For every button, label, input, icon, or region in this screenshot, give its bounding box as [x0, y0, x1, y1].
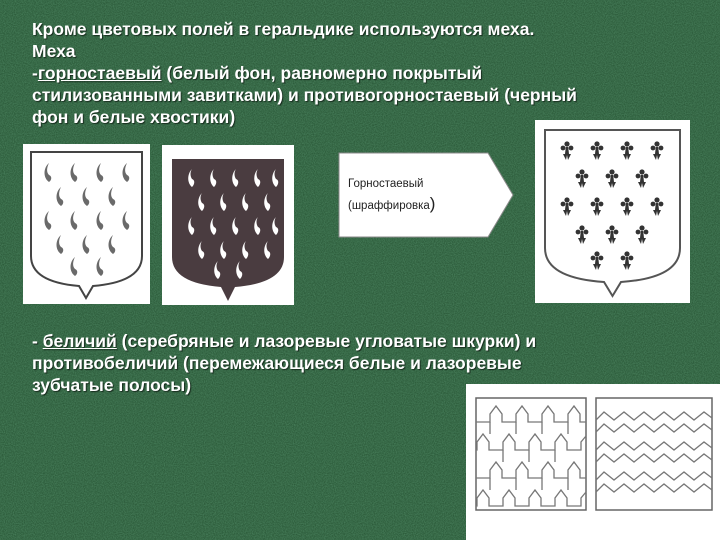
vair-description: (серебряные и лазоревые угловатые шкурки… [116, 331, 537, 351]
ermine-line-3: фон и белые хвостики) [32, 107, 236, 127]
callout-label: (шраффировка [348, 200, 430, 212]
vair-line-2: противобеличий (перемежающиеся белые и л… [32, 353, 522, 373]
vair-shields-image [466, 384, 720, 540]
ermine-line-2: стилизованными завитками) и противогорно… [32, 85, 577, 105]
furs-heading: Меха [32, 41, 76, 61]
callout-line-1: Горностаевый [348, 178, 424, 190]
ermine-term: горностаевый [37, 63, 162, 83]
ermine-hatching-shield-image [535, 120, 690, 303]
callout-paren: ) [429, 194, 436, 213]
ermine-dash: - [32, 63, 38, 83]
callout-text: Горностаевый (шраффировка) [348, 174, 435, 216]
vair-line: - беличий (серебряные и лазоревые углова… [32, 330, 536, 352]
ermine-shield-image [23, 144, 150, 304]
vair-dash: - [32, 331, 43, 351]
vair-line-3: зубчатые полосы) [32, 375, 192, 395]
intro-line: Кроме цветовых полей в геральдике исполь… [32, 19, 535, 39]
ermine-line: -горностаевый (белый фон, равномерно пок… [32, 62, 482, 84]
vair-term: беличий [42, 331, 117, 351]
callout-line-2: (шраффировка) [348, 194, 435, 216]
counter-ermine-shield-image [162, 145, 294, 305]
callout-arrow [338, 152, 514, 238]
ermine-description: (белый фон, равномерно покрытый [161, 63, 483, 83]
